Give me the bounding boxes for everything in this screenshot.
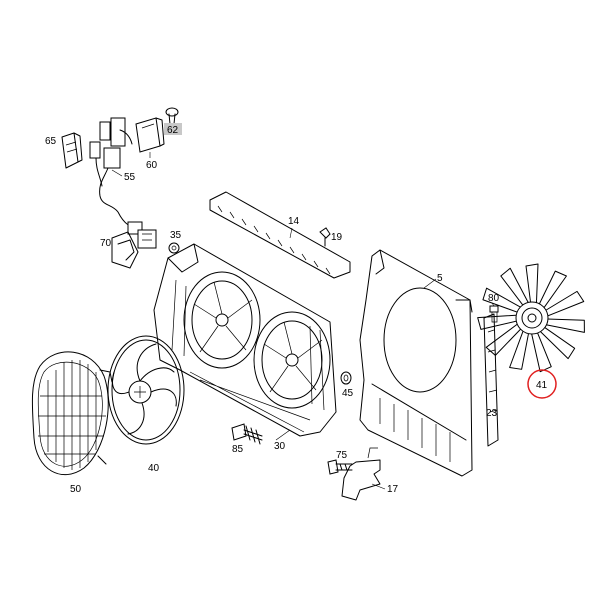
part-17-bracket-plate — [341, 447, 381, 501]
label-30: 30 — [274, 441, 286, 452]
label-45: 45 — [342, 388, 354, 399]
label-19: 19 — [331, 232, 343, 243]
part-50-fan-guard — [31, 351, 113, 476]
label-40: 40 — [148, 463, 160, 474]
leader-17 — [371, 483, 386, 490]
label-23: 23 — [486, 408, 498, 419]
part-14-seal-strip — [209, 191, 351, 279]
label-62: 62 — [167, 125, 179, 136]
part-45-grommet — [340, 371, 352, 385]
part-41-viscous-fan — [477, 263, 585, 373]
leader-14 — [289, 227, 293, 239]
part-23-strip — [483, 313, 499, 447]
label-65: 65 — [45, 136, 57, 147]
part-5-frame — [359, 249, 473, 477]
part-70-bracket — [111, 229, 157, 269]
label-50: 50 — [70, 484, 82, 495]
part-62-screw — [165, 107, 179, 125]
label-41: 41 — [536, 380, 548, 391]
leader-5 — [423, 278, 437, 289]
label-70: 70 — [100, 238, 112, 249]
label-80: 80 — [488, 293, 500, 304]
part-40-fan-wheel — [107, 335, 185, 445]
highlight-circle-41 — [527, 369, 557, 399]
part-19-clip — [319, 227, 331, 247]
label-17: 17 — [387, 484, 399, 495]
part-60-relay — [135, 117, 165, 153]
part-35-nut — [168, 242, 180, 254]
label-5: 5 — [437, 273, 443, 284]
label-62-box — [164, 123, 182, 135]
label-85: 85 — [232, 444, 244, 455]
label-60: 60 — [146, 160, 158, 171]
leader-80 — [491, 302, 495, 307]
leader-30 — [275, 429, 291, 441]
part-65-bracket — [61, 132, 83, 169]
label-35: 35 — [170, 230, 182, 241]
label-55: 55 — [124, 172, 136, 183]
label-14: 14 — [288, 216, 300, 227]
part-75-bolt — [327, 459, 353, 475]
part-85-bolt — [231, 423, 263, 445]
leader-55 — [111, 169, 123, 177]
part-30-fan-shroud — [153, 243, 337, 437]
label-75: 75 — [336, 450, 348, 461]
